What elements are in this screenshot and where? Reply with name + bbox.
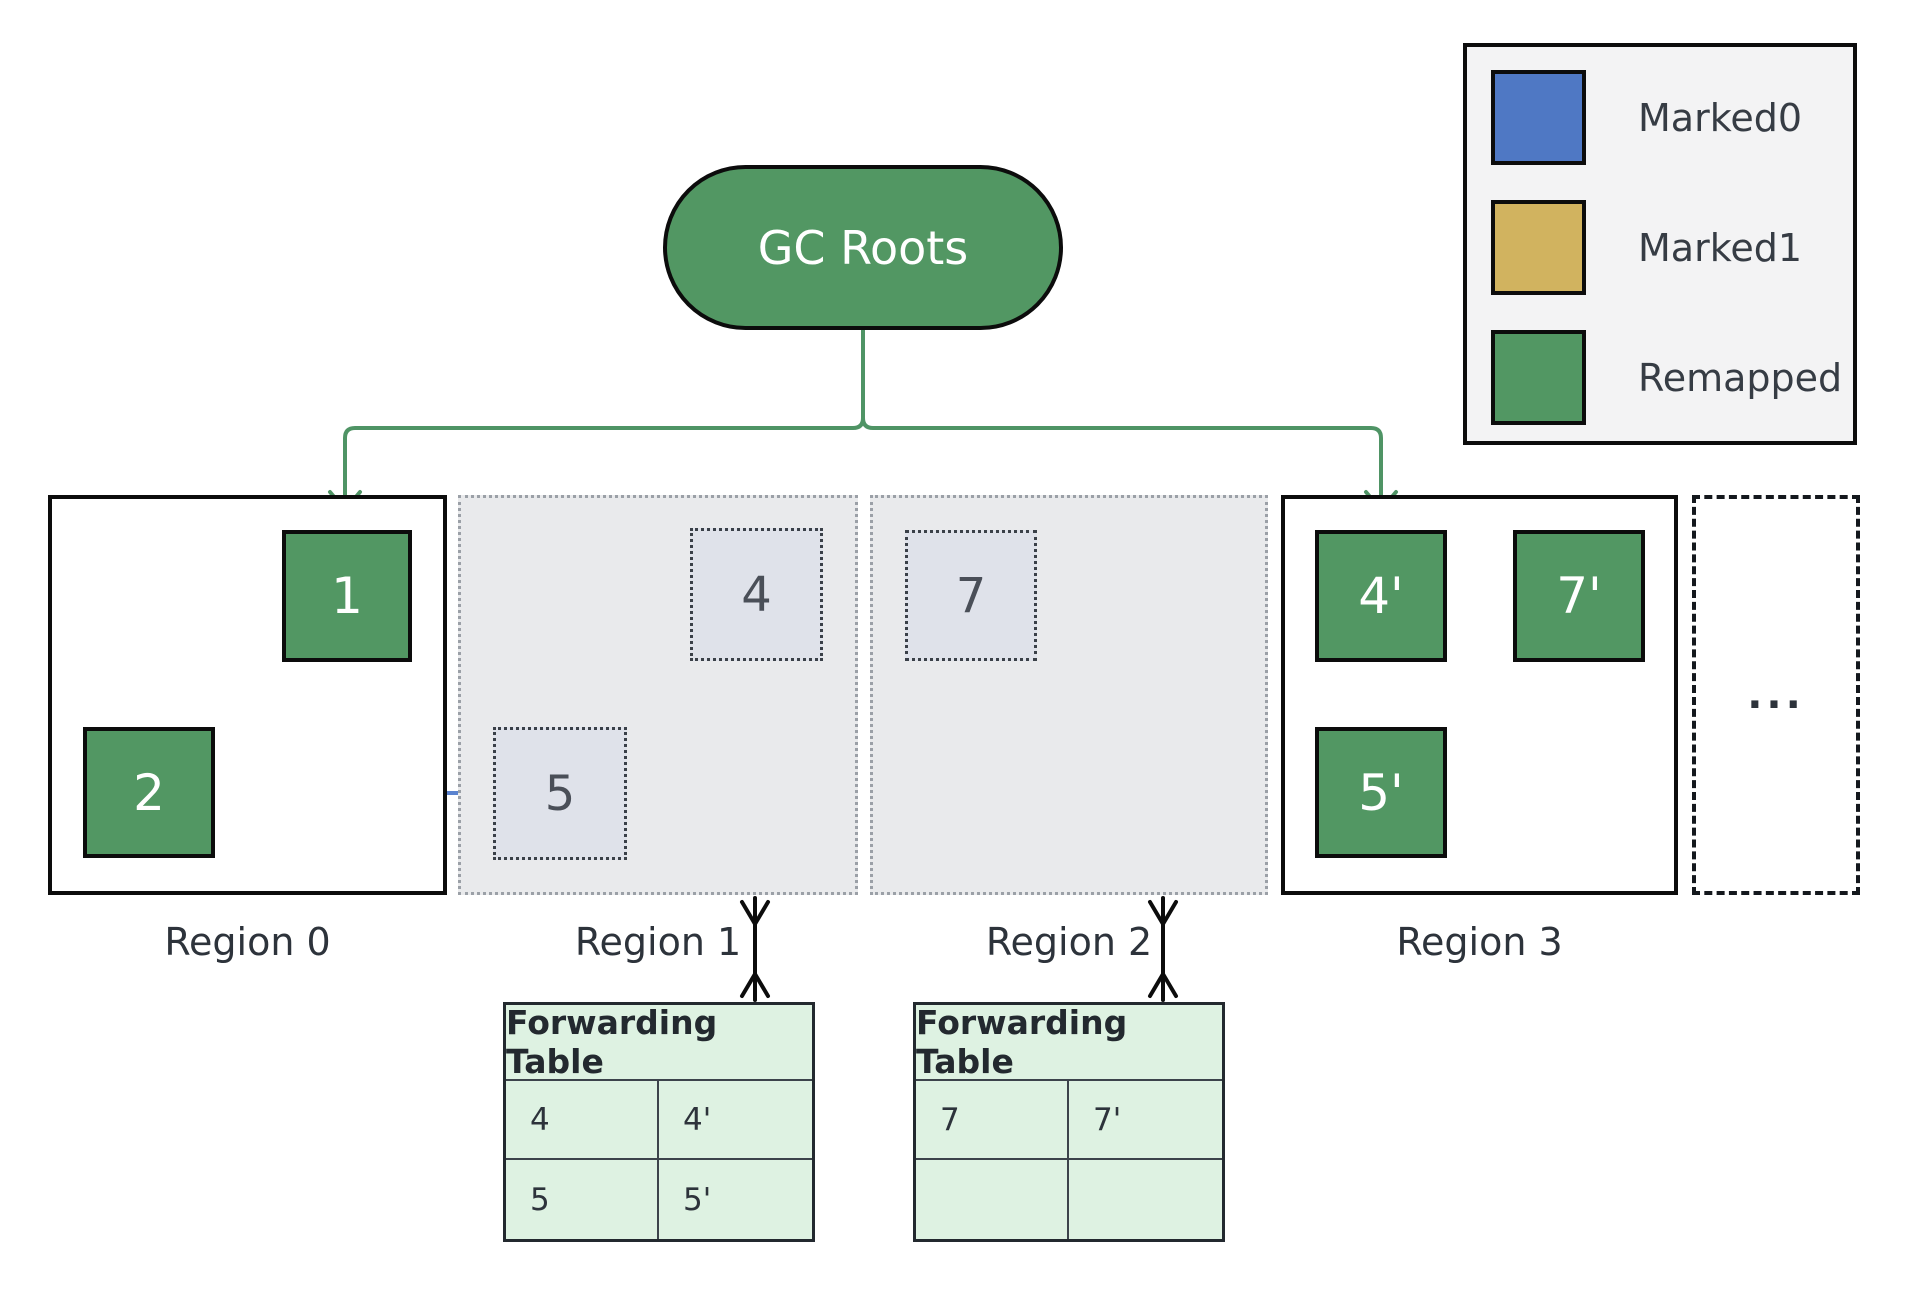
table-cell-to <box>1069 1160 1222 1239</box>
region-1-label: Region 1 <box>574 920 742 964</box>
forwarding-table-2: Forwarding Table 7 7' <box>913 1002 1225 1242</box>
table-row: 4 4' <box>506 1081 812 1160</box>
legend-row-remapped: Remapped <box>1491 329 1842 426</box>
region-3-label: Region 3 <box>1396 920 1563 964</box>
ghost-node-4: 4 <box>690 528 823 661</box>
table-cell-from: 4 <box>506 1081 659 1158</box>
forwarding-table-1: Forwarding Table 4 4' 5 5' <box>503 1002 815 1242</box>
ghost-node-7: 7 <box>905 530 1037 661</box>
table-cell-from: 7 <box>916 1081 1069 1158</box>
table-row: 5 5' <box>506 1160 812 1239</box>
legend: Marked0 Marked1 Remapped <box>1463 43 1857 445</box>
legend-row-marked1: Marked1 <box>1491 199 1802 296</box>
legend-label-remapped: Remapped <box>1638 355 1843 400</box>
forwarding-table-1-title: Forwarding Table <box>506 1003 812 1081</box>
table-cell-to: 7' <box>1093 1101 1122 1138</box>
table-row <box>916 1160 1222 1239</box>
table-cell-from: 5 <box>506 1160 659 1239</box>
node-7-prime: 7' <box>1513 530 1645 662</box>
forwarding-table-2-title: Forwarding Table <box>916 1003 1222 1081</box>
edge-gcroots-to-node1 <box>328 329 865 512</box>
legend-label-marked1: Marked1 <box>1638 225 1803 270</box>
table-cell-to: 4' <box>683 1101 712 1138</box>
ghost-node-5: 5 <box>493 727 627 860</box>
table-row: 7 7' <box>916 1081 1222 1160</box>
remapped-swatch <box>1491 330 1586 425</box>
marked1-swatch <box>1491 200 1586 295</box>
gc-roots-node: GC Roots <box>663 165 1063 330</box>
node-1: 1 <box>282 530 412 662</box>
table-cell-to: 5' <box>683 1181 712 1218</box>
more-regions-box: ... <box>1692 495 1860 895</box>
marked0-swatch <box>1491 70 1586 165</box>
edge-gcroots-to-node4p <box>861 329 1398 512</box>
legend-label-marked0: Marked0 <box>1638 95 1803 140</box>
table-cell-from <box>916 1160 1069 1239</box>
region-2-label: Region 2 <box>985 920 1153 964</box>
legend-row-marked0: Marked0 <box>1491 69 1802 166</box>
node-4-prime: 4' <box>1315 530 1447 662</box>
node-2: 2 <box>83 727 215 858</box>
region-0-label: Region 0 <box>164 920 331 964</box>
node-5-prime: 5' <box>1315 727 1447 858</box>
